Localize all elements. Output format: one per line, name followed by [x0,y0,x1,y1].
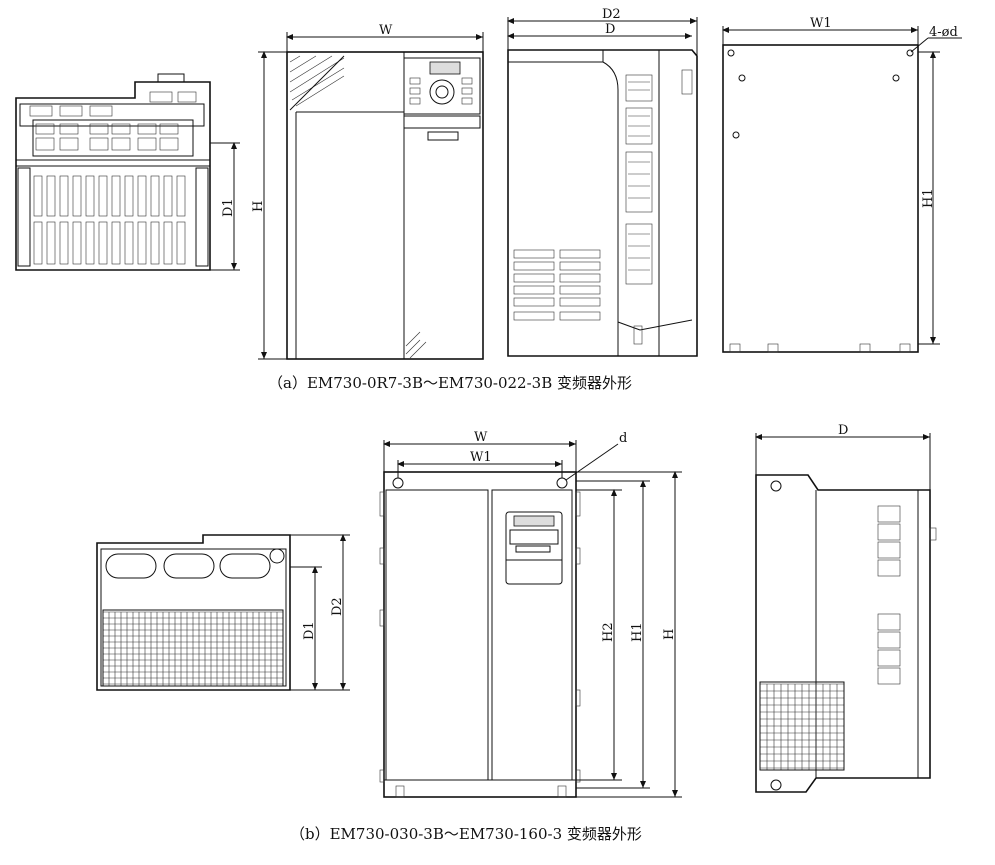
b-dim-w1: W1 [470,450,492,465]
a-dim-hole: 4-ød [929,25,958,40]
a-dim-h: H [251,201,266,212]
a-front-view: W H [251,23,484,360]
a-back-view: W1 4-ød H1 [722,16,962,353]
a-bottom-view: D1 [15,73,240,271]
a-dim-h1: H1 [921,188,936,208]
a-dim-d: D [605,22,615,37]
b-front-view: W W1 d H2 H1 H [379,430,682,798]
b-dim-h2: H2 [601,622,616,642]
b-dim-hole: d [619,431,627,446]
b-dim-d: D [838,423,848,438]
a-side-view: D2 D [507,7,698,357]
caption-a: （a）EM730-0R7-3B～EM730-022-3B 变频器外形 [268,374,633,392]
b-dim-h: H [662,629,677,640]
b-bottom-view: D1 D2 [96,534,350,691]
a-dim-d1: D1 [221,198,236,217]
b-dim-w: W [474,430,488,445]
a-dim-d2: D2 [602,7,621,22]
caption-b: （b）EM730-030-3B～EM730-160-3 变频器外形 [290,825,642,843]
b-dim-d1: D1 [302,621,317,640]
b-dim-h1: H1 [630,622,645,642]
b-side-view: D [755,423,937,793]
b-dim-d2: D2 [330,597,345,616]
a-dim-w1: W1 [810,16,832,31]
a-dim-w: W [379,23,393,38]
